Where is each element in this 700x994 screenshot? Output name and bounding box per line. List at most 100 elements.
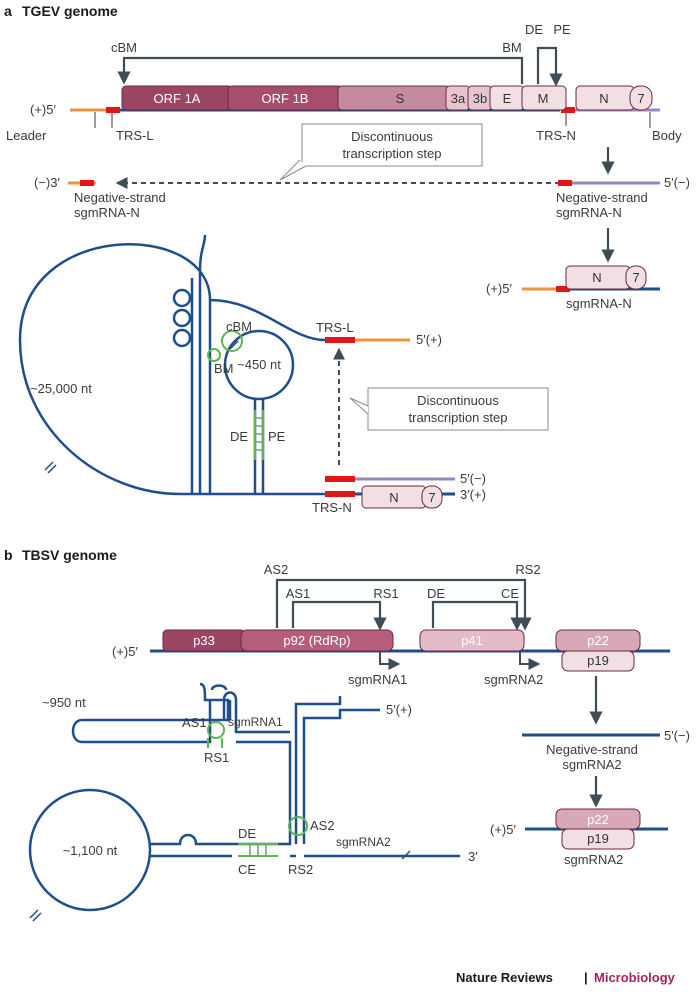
sg-gene-7-label: 7	[632, 270, 639, 285]
gene-p41	[419, 629, 525, 652]
footer-journal: Nature Reviews	[456, 970, 553, 985]
struct-3-label: 3′	[468, 849, 478, 864]
rs1-label: RS1	[204, 750, 229, 765]
ce-top-label: CE	[501, 586, 519, 601]
loop-trs-l-label: TRS-L	[316, 320, 354, 335]
sg2-plus5-label: (+)5′	[490, 822, 516, 837]
gene-s	[337, 85, 451, 111]
loop-gene-n-label: N	[389, 490, 398, 505]
neg-sg2-5minus: 5′(−)	[664, 728, 690, 743]
cbm-bm-arrow	[117, 46, 563, 87]
loop-gene-7	[421, 485, 443, 509]
struct-as2-label: AS2	[310, 818, 335, 833]
gene-cylinders-a	[121, 85, 653, 111]
trs-l-marker	[106, 107, 120, 113]
neg-right-label-2: sgmRNA-N	[556, 205, 622, 220]
gene-n-label: N	[599, 91, 608, 106]
footer-section: Microbiology	[594, 970, 676, 985]
neg-sg2-label-2: sgmRNA2	[562, 757, 621, 772]
gene-3a-label: 3a	[451, 91, 466, 106]
gene-p41-label: p41	[461, 633, 483, 648]
nt-25000-label: ~25,000 nt	[30, 381, 92, 396]
trs-l-label: TRS-L	[116, 128, 154, 143]
trs-n-marker	[561, 107, 575, 113]
neg-left-trs	[80, 180, 94, 186]
pe-label: PE	[553, 22, 571, 37]
loop-3plus-label: 3′(+)	[460, 487, 486, 502]
gene-7-label: 7	[637, 91, 644, 106]
as1-label: AS1	[182, 715, 207, 730]
loop-de-label: DE	[230, 429, 248, 444]
cbm-label: cBM	[111, 40, 137, 55]
tbsv-arrows	[275, 578, 532, 631]
neg-sg2-label-1: Negative-strand	[546, 742, 638, 757]
as1-top-label: AS1	[286, 586, 311, 601]
plus5-label: (+)5′	[30, 102, 56, 117]
neg-right-trs	[558, 180, 572, 186]
loop-cbm-label: cBM	[226, 319, 252, 334]
break-mark-a2	[47, 464, 57, 474]
tbsv-stems	[207, 721, 308, 857]
de-label: DE	[525, 22, 543, 37]
gene-p33-label: p33	[193, 633, 215, 648]
gene-p19-label: p19	[587, 653, 609, 668]
sgmrna-n-label: sgmRNA-N	[566, 296, 632, 311]
minus5-label: 5′(−)	[664, 175, 690, 190]
struct-5plus-label: 5′(+)	[386, 702, 412, 717]
panel-b-title: TBSV genome	[22, 547, 117, 563]
disc-box-bottom-line2: transcription step	[409, 410, 508, 425]
sg-gene-7	[625, 265, 647, 290]
gene-s-label: S	[396, 91, 405, 106]
tbsv-plus5-label: (+)5′	[112, 644, 138, 659]
de-top-label: DE	[427, 586, 445, 601]
tbsv-genes	[162, 629, 641, 672]
panel-a-title: TGEV genome	[22, 3, 118, 19]
panel-b-letter: b	[4, 547, 13, 563]
sg2-gene-p19	[561, 828, 635, 850]
struct-de-label: DE	[238, 826, 256, 841]
loop-neg-trs	[325, 476, 355, 482]
minus3-label: (−)3′	[34, 175, 60, 190]
break-mark-b3	[401, 850, 411, 860]
struct-sgmrna2-label: sgmRNA2	[336, 835, 391, 849]
trs-n-label: TRS-N	[536, 128, 576, 143]
neg-right-label-1: Negative-strand	[556, 190, 648, 205]
disc-box-top-line1: Discontinuous	[351, 129, 433, 144]
struct-rs2-label: RS2	[288, 862, 313, 877]
tgev-stems	[207, 330, 264, 460]
gene-e-label: E	[503, 91, 512, 106]
neg-left-label-2: sgmRNA-N	[74, 205, 140, 220]
sg-trs	[556, 286, 570, 292]
panel-a-letter: a	[4, 3, 12, 19]
panel-a: a TGEV genome cBM BM DE PE ORF 1A	[4, 3, 690, 515]
footer: Nature Reviews | Microbiology	[456, 970, 676, 985]
gene-orf1b-label: ORF 1B	[262, 91, 309, 106]
sgmrna2-promoter-arrow	[519, 652, 541, 670]
disc-box-bottom-pointer	[349, 397, 369, 415]
gene-m-label: M	[538, 91, 549, 106]
loop-bm-label: BM	[214, 361, 234, 376]
gene-3b-label: 3b	[473, 91, 487, 106]
as2-top-label: AS2	[264, 562, 289, 577]
sg2-gene-p22-label: p22	[587, 812, 609, 827]
disc-box-bottom-line1: Discontinuous	[417, 393, 499, 408]
loop-trs-n-label: TRS-N	[312, 500, 352, 515]
panel-b: b TBSV genome AS2 RS2 AS1 RS1 DE CE (+)5…	[4, 547, 690, 922]
sgmrna2-label: sgmRNA2	[484, 672, 543, 687]
break-mark-b1	[29, 909, 39, 919]
nt-1100-label: ~1,100 nt	[63, 843, 118, 858]
gene-orf1a-label: ORF 1A	[154, 91, 201, 106]
sg2-gene-p19-label: p19	[587, 831, 609, 846]
loop-pe-label: PE	[268, 429, 286, 444]
break-mark-a1	[44, 461, 54, 471]
gene-p22-label: p22	[587, 633, 609, 648]
disc-box-bottom	[367, 387, 549, 431]
nt-950-label: ~950 nt	[42, 695, 86, 710]
sg-plus5-label: (+)5′	[486, 281, 512, 296]
break-mark-a3	[229, 340, 239, 350]
sgmrna1-label: sgmRNA1	[348, 672, 407, 687]
body-label: Body	[652, 128, 682, 143]
disc-box-top-line2: transcription step	[343, 146, 442, 161]
loop-trs-l	[325, 337, 355, 343]
